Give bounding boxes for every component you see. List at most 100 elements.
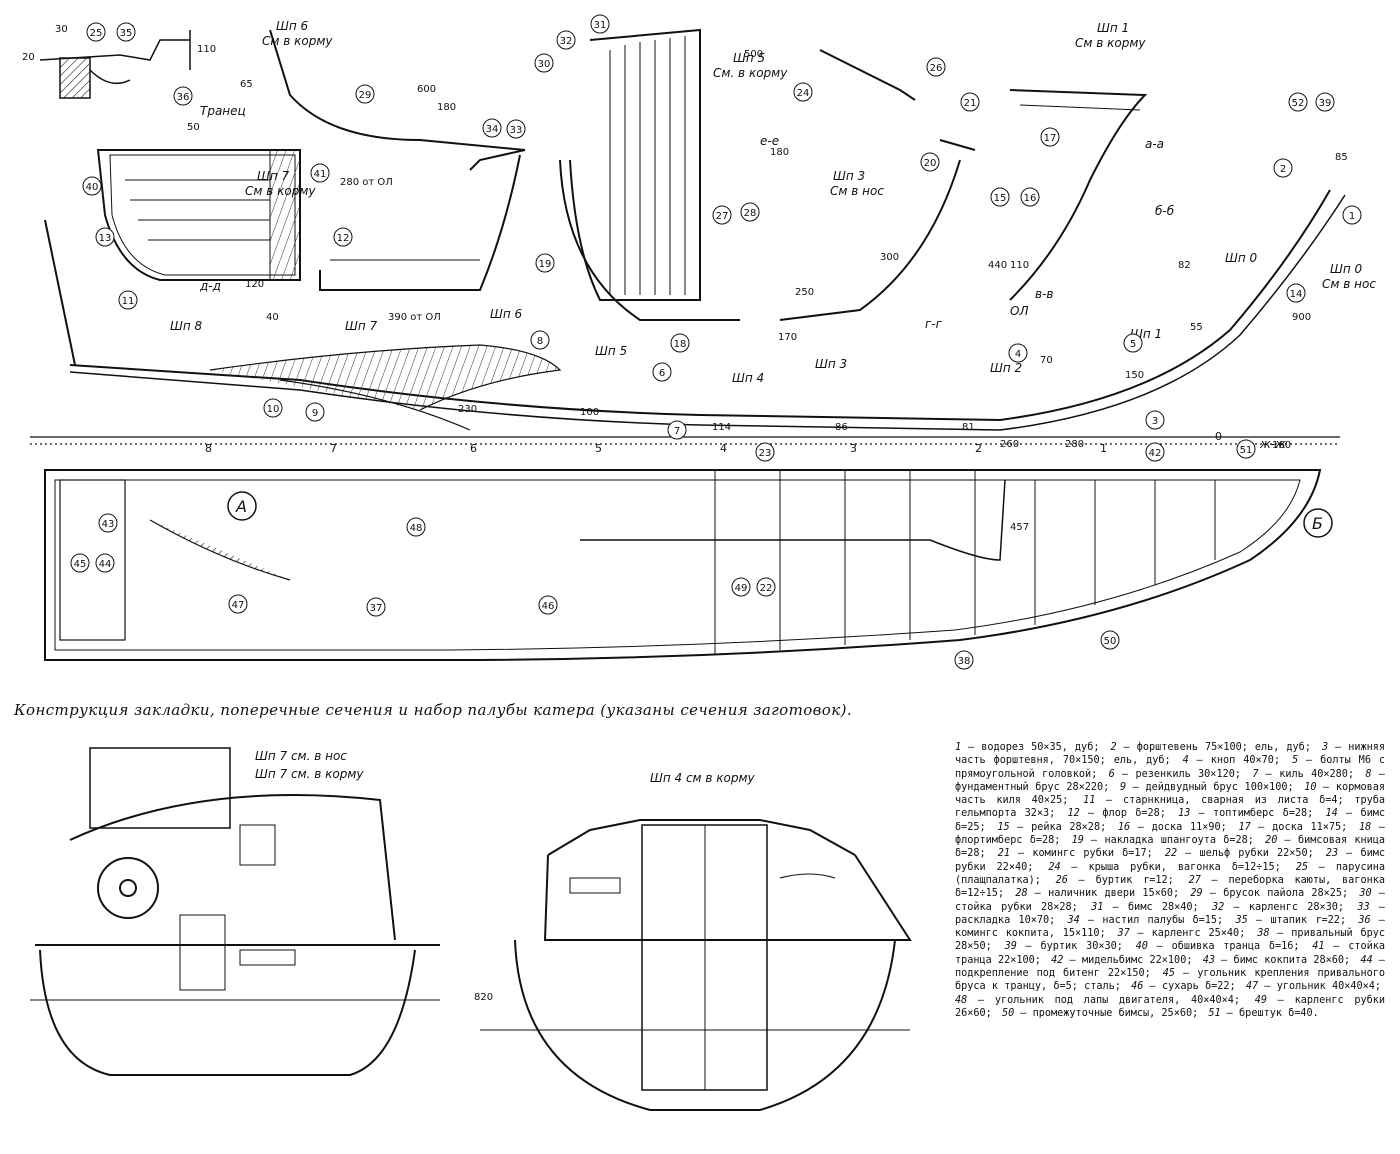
legend-item-number: 50 — bbox=[1001, 1007, 1033, 1019]
callout-number: 7 bbox=[674, 426, 680, 437]
dim-label: 457 bbox=[1010, 522, 1029, 533]
legend-item-text: доска 11×75; bbox=[1272, 821, 1348, 833]
legend-item-text: настил палубы δ=15; bbox=[1102, 914, 1224, 926]
sh6-subtitle: См в корму bbox=[262, 34, 333, 48]
callout-number: 48 bbox=[410, 523, 423, 534]
legend-item: 26 — буртик r=12; bbox=[1056, 875, 1176, 886]
legend-item-number: 3 — bbox=[1321, 742, 1349, 753]
legend-item-number: 32 — bbox=[1211, 901, 1249, 913]
legend-item: 44 — подкрепление под битенг 22×150; bbox=[955, 955, 1385, 979]
station-numbers: 8 7 6 5 4 3 2 1 0 bbox=[205, 430, 1222, 455]
callout-number: 44 bbox=[99, 559, 112, 570]
legend-item-number: 26 — bbox=[1055, 874, 1096, 886]
legend-item-text: карленгс 25×40; bbox=[1151, 928, 1246, 940]
legend-item-number: 22 — bbox=[1164, 848, 1200, 860]
transom-view bbox=[96, 149, 301, 281]
legend-item-number: 40 — bbox=[1135, 941, 1172, 953]
cut-label: г-г bbox=[925, 317, 943, 331]
legend-item-text: комингс кокпита, 15×110; bbox=[955, 928, 1106, 940]
callout-number: 26 bbox=[930, 63, 943, 74]
frame-5-section bbox=[559, 28, 740, 321]
callout-number: 24 bbox=[797, 88, 810, 99]
legend-item-text: старнкница, сварная из листа δ=4; труба … bbox=[955, 795, 1385, 820]
legend-item-text: брусок пайола 28×25; bbox=[1223, 888, 1349, 900]
callout-number: 6 bbox=[659, 368, 665, 379]
dim-label: 150 bbox=[1125, 370, 1144, 381]
dim-label: 180 bbox=[437, 102, 456, 113]
callout-number: 11 bbox=[122, 296, 135, 307]
legend-item-text: резенкиль 30×120; bbox=[1135, 768, 1241, 780]
callout-number: 10 bbox=[267, 404, 280, 415]
callout-number: 3 bbox=[1152, 416, 1158, 427]
legend-item-text: переборка каюты, вагонка δ=12÷15; bbox=[955, 874, 1385, 900]
legend-item-number: 41 — bbox=[1312, 941, 1349, 953]
legend-item: 5 — болты М6 с прямоугольной головкой; bbox=[955, 755, 1385, 779]
callout-number: 20 bbox=[924, 158, 937, 169]
dim-label: 110 bbox=[1010, 260, 1029, 271]
legend-item-number: 34 — bbox=[1067, 914, 1103, 926]
legend-item-number: 2 — bbox=[1110, 742, 1137, 753]
dim-label: 230 bbox=[458, 404, 477, 415]
legend-item-number: 46 — bbox=[1131, 981, 1162, 993]
legend-item: 20 — бимсовая кница δ=28; bbox=[955, 835, 1385, 859]
legend-item: 28 — наличник двери 15×60; bbox=[1015, 888, 1181, 899]
legend-item-text: угольник 40×40×4; bbox=[1276, 981, 1382, 993]
dim-label: 20 bbox=[22, 52, 35, 63]
legend-item-text: буртик r=12; bbox=[1095, 874, 1174, 886]
legend-item: 12 — флор δ=28; bbox=[1068, 808, 1168, 819]
frame-6-section bbox=[269, 29, 526, 291]
legend-item: 33 — раскладка 10×70; bbox=[955, 902, 1385, 926]
legend-item: 43 — бимс кокпита 28×60; bbox=[1203, 955, 1353, 966]
legend-item: 6 — резенкиль 30×120; bbox=[1109, 769, 1243, 780]
station-number: 8 bbox=[205, 442, 212, 455]
sh7-korm-title: Шп 7 см. в корму bbox=[255, 767, 364, 781]
legend-item: 23 — бимс рубки 22×40; bbox=[955, 848, 1385, 872]
legend-item: 19 — накладка шпангоута δ=28; bbox=[1072, 835, 1256, 846]
legend-item-number: 4 — bbox=[1182, 755, 1211, 767]
legend-item-number: 33 — bbox=[1357, 901, 1385, 913]
callout-number: 33 bbox=[510, 125, 523, 136]
station-number: 5 bbox=[595, 442, 602, 455]
dim-label: 86 bbox=[835, 422, 848, 433]
legend-item-number: 42 — bbox=[1051, 954, 1082, 966]
frame-mark: Шп 6 bbox=[490, 307, 522, 321]
legend-item-text: флортимберс δ=28; bbox=[955, 835, 1061, 847]
dimension-labels: 30 25 35 20 110 65 600 180 500 50 280 от… bbox=[22, 24, 1348, 1003]
cut-label: д-д bbox=[199, 279, 221, 293]
callout-number: 25 bbox=[90, 28, 103, 39]
legend-item: 50 — промежуточные бимсы, 25×60; bbox=[1002, 1008, 1200, 1019]
legend-item-text: привальный брус 28×50; bbox=[955, 928, 1385, 953]
legend-item-number: 38 — bbox=[1257, 928, 1292, 940]
dim-label: 50 bbox=[187, 122, 200, 133]
callout-number: 41 bbox=[314, 169, 327, 180]
legend-item-number: 8 — bbox=[1365, 768, 1385, 780]
legend-item-number: 11 — bbox=[1083, 795, 1123, 807]
legend-item: 42 — мидельбимс 22×100; bbox=[1051, 955, 1194, 966]
legend-item: 25 — парусина (плащпалатка); bbox=[955, 862, 1385, 886]
legend-item-text: карленгс 28×30; bbox=[1248, 901, 1345, 913]
legend-item: 49 — карленгс рубки 26×60; bbox=[955, 995, 1385, 1019]
callout-number: 37 bbox=[370, 603, 383, 614]
sh1-title: Шп 1 bbox=[1097, 21, 1129, 35]
legend-item: 45 — угольник крепления привального брус… bbox=[955, 968, 1385, 992]
legend-item-number: 20 — bbox=[1265, 835, 1299, 847]
frame-mark: Шп 5 bbox=[595, 344, 627, 358]
legend-item: 34 — настил палубы δ=15; bbox=[1068, 915, 1226, 926]
legend-item: 17 — доска 11×75; bbox=[1238, 822, 1349, 833]
callout-number: 35 bbox=[120, 28, 133, 39]
legend-item-number: 5 — bbox=[1291, 755, 1321, 767]
legend-item: 15 — рейка 28×28; bbox=[997, 822, 1108, 833]
station-number: 2 bbox=[975, 442, 982, 455]
legend-item: 27 — переборка каюты, вагонка δ=12÷15; bbox=[955, 875, 1385, 899]
callout-number: 16 bbox=[1024, 193, 1037, 204]
legend-item-text: брештук δ=40. bbox=[1239, 1007, 1319, 1019]
legend-item: 10 — кормовая часть киля 40×25; bbox=[955, 782, 1385, 806]
callout-number: 28 bbox=[744, 208, 757, 219]
frame-mark: Шп 0 bbox=[1225, 251, 1257, 265]
legend-item-text: сухарь δ=22; bbox=[1161, 981, 1236, 993]
legend-item-number: 36 — bbox=[1358, 914, 1385, 926]
legend-item-text: водорез 50×35, дуб; bbox=[981, 742, 1100, 753]
legend-item: 13 — топтимберс δ=28; bbox=[1178, 808, 1315, 819]
callout-number: 30 bbox=[538, 59, 551, 70]
legend-item-text: бимс 28×40; bbox=[1128, 901, 1199, 913]
